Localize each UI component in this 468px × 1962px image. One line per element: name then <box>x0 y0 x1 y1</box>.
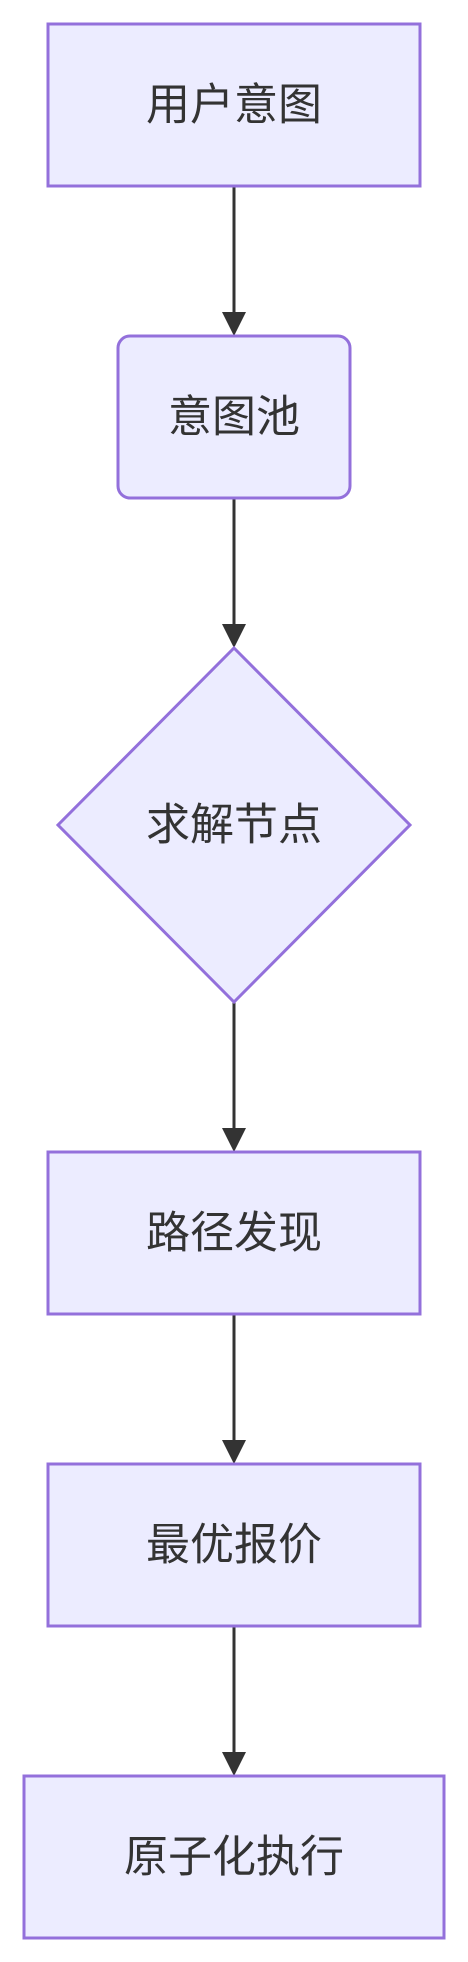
node-best-quote: 最优报价 <box>46 1462 422 1628</box>
node-intent-pool: 意图池 <box>116 334 352 500</box>
arrowhead-intent-pool <box>222 312 246 336</box>
node-solver-node-label: 求解节点 <box>146 800 322 851</box>
arrowhead-atomic-execution <box>222 1752 246 1776</box>
arrowhead-path-discovery <box>222 1128 246 1152</box>
node-atomic-execution: 原子化执行 <box>22 1774 446 1940</box>
node-intent-pool-box <box>116 334 352 500</box>
node-path-discovery-box <box>46 1150 422 1316</box>
node-atomic-execution-label: 原子化执行 <box>124 1832 344 1883</box>
node-user-intent-box <box>46 22 422 188</box>
node-solver-node: 求解节点 <box>55 645 413 1005</box>
nodes: 用户意图 意图池 求解节点 路径发现 最优报价 原子化执行 <box>22 22 446 1940</box>
arrowhead-best-quote <box>222 1440 246 1464</box>
node-solver-node-diamond <box>55 645 413 1005</box>
edges <box>222 186 246 1776</box>
node-path-discovery: 路径发现 <box>46 1150 422 1316</box>
arrowhead-solver-node <box>222 624 246 648</box>
node-intent-pool-label: 意图池 <box>168 392 300 443</box>
node-best-quote-box <box>46 1462 422 1628</box>
node-user-intent-label: 用户意图 <box>146 80 322 131</box>
node-user-intent: 用户意图 <box>46 22 422 188</box>
node-path-discovery-label: 路径发现 <box>146 1208 322 1259</box>
node-best-quote-label: 最优报价 <box>146 1520 322 1571</box>
node-atomic-execution-box <box>22 1774 446 1940</box>
